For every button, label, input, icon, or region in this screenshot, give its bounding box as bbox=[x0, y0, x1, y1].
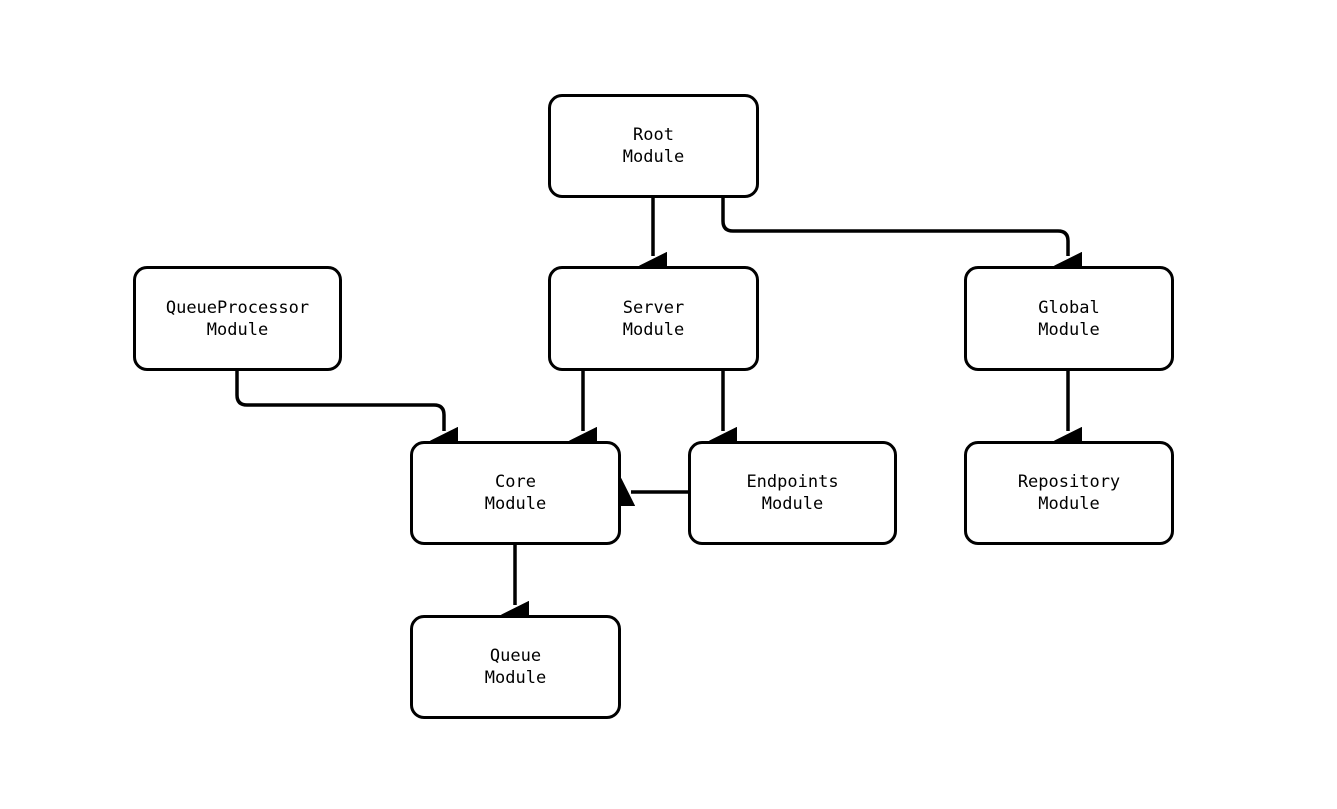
node-label-server: Server Module bbox=[622, 297, 685, 340]
node-server[interactable]: Server Module bbox=[548, 266, 759, 371]
edge-root-global bbox=[721, 198, 1082, 280]
node-repository[interactable]: Repository Module bbox=[964, 441, 1174, 545]
edge-queueprocessor-core bbox=[235, 371, 458, 455]
node-label-core: Core Module bbox=[484, 472, 547, 514]
node-global[interactable]: Global Module bbox=[964, 266, 1174, 371]
node-label-queue: Queue Module bbox=[484, 646, 547, 688]
node-label-global: Global Module bbox=[1038, 297, 1100, 340]
node-label-repository: Repository Module bbox=[1017, 472, 1121, 514]
node-root[interactable]: Root Module bbox=[548, 94, 759, 198]
node-label-root: Root Module bbox=[622, 125, 685, 167]
node-label-endpoints: Endpoints Module bbox=[746, 472, 839, 514]
node-endpoints[interactable]: Endpoints Module bbox=[688, 441, 897, 545]
node-queueprocessor[interactable]: QueueProcessor Module bbox=[133, 266, 342, 371]
node-core[interactable]: Core Module bbox=[410, 441, 621, 545]
node-queue[interactable]: Queue Module bbox=[410, 615, 621, 719]
node-label-queueprocessor: QueueProcessor Module bbox=[165, 297, 310, 340]
